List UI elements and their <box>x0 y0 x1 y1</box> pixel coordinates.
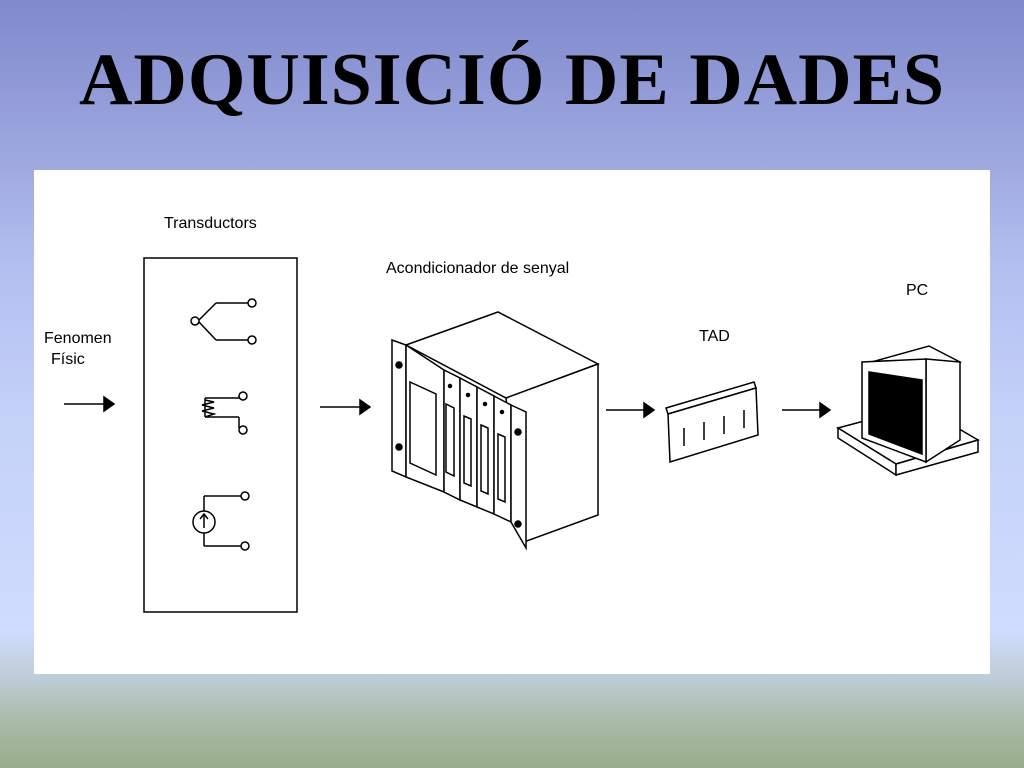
label-fenomen-line2: Físic <box>51 351 85 368</box>
diagram-graphics <box>64 257 980 613</box>
signal-conditioner-icon <box>391 311 600 551</box>
resistor-icon <box>201 391 248 435</box>
label-transductors: Transductors <box>164 215 257 232</box>
arrow-to-tad <box>606 401 656 419</box>
arrow-to-pc <box>782 401 832 419</box>
label-acondicionador: Acondicionador de senyal <box>386 260 570 277</box>
slide-title: ADQUISICIÓ DE DADES <box>78 39 946 121</box>
label-tad: TAD <box>699 328 730 345</box>
diagram-panel: Fenomen Físic Transductors Acondicionado… <box>34 170 990 674</box>
thermocouple-icon <box>190 298 257 345</box>
tad-card-icon <box>665 381 759 464</box>
current-source-icon <box>192 491 250 551</box>
label-fenomen-line1: Fenomen <box>44 330 112 347</box>
pc-icon <box>836 345 980 477</box>
arrow-input <box>64 395 116 413</box>
label-pc: PC <box>906 282 929 299</box>
arrow-to-conditioner <box>320 398 372 416</box>
transducers-box <box>143 257 298 613</box>
